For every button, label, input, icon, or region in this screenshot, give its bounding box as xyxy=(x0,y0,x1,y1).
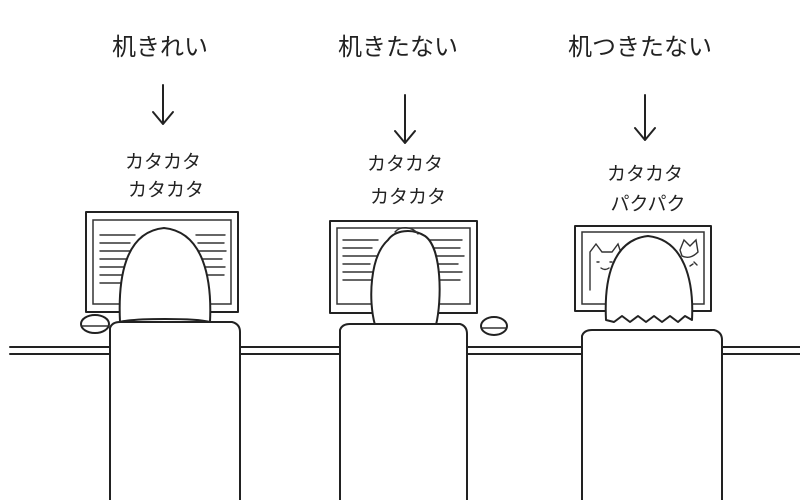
person-head-icon xyxy=(604,235,694,323)
mouse-icon xyxy=(80,314,110,334)
panel-label: 机きたない xyxy=(338,33,458,61)
chair-icon xyxy=(581,329,723,500)
down-arrow-icon xyxy=(634,94,656,141)
down-arrow-icon xyxy=(152,84,174,125)
mouse-icon xyxy=(480,316,508,336)
sound-text: カタカタ xyxy=(125,151,201,173)
sound-text: カタカタ xyxy=(128,179,204,201)
sound-text: カタカタ xyxy=(367,153,443,175)
sound-text: カタカタ xyxy=(607,163,683,185)
person-head-icon xyxy=(118,227,212,323)
down-arrow-icon xyxy=(394,94,416,144)
panel-label: 机きれい xyxy=(112,33,208,61)
panel-very-messy-desk: 机つきたない カタカタ パクパク xyxy=(568,33,723,500)
panel-label: 机つきたない xyxy=(568,33,712,61)
sound-text: パクパク xyxy=(610,193,685,215)
panel-clean-desk: 机きれい カタカタ カタカタ xyxy=(80,33,241,500)
sound-text: カタカタ xyxy=(370,186,446,208)
chair-icon xyxy=(339,323,468,500)
chair-icon xyxy=(109,321,241,500)
panel-messy-desk: 机きたない カタカタ カタカタ xyxy=(329,33,508,500)
